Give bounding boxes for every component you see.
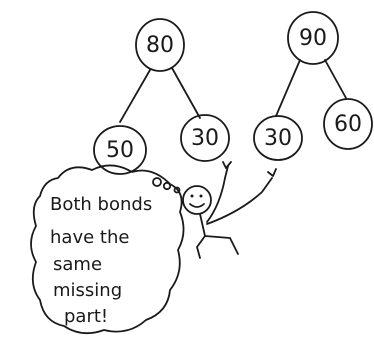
stick-figure [182,161,277,259]
right-bond-link-right [324,59,347,99]
stick-figure-eye-right [199,194,203,198]
thought-bubble-text: Both bonds have the same missing part! [50,194,152,327]
stick-figure-body [199,213,206,237]
stick-figure-head [182,185,212,215]
thought-bubble: Both bonds have the same missing part! [30,164,185,335]
thought-dot-small [173,186,181,194]
node-60-label: 60 [334,112,362,137]
stick-figure-leg-left [196,235,206,259]
thought-dot-large [152,177,162,187]
right-number-bond: 90 30 60 [253,11,373,161]
thought-line-1: Both bonds [50,194,152,215]
stick-figure-arm-right [206,177,273,225]
node-50-circle [93,125,147,175]
node-60-circle [323,98,373,150]
stick-figure-smile [189,203,205,208]
left-number-bond: 80 50 30 [93,18,230,175]
thought-line-3: same [53,254,102,275]
node-80-label: 80 [146,33,174,58]
stick-figure-arm-left [206,165,229,223]
node-50-label: 50 [106,138,134,163]
pointer-tick-right [267,168,277,177]
node-30-right-label: 30 [264,126,292,151]
node-30-right-circle [253,115,303,161]
pointer-tick-left [222,161,232,169]
thought-line-4: missing [53,280,122,301]
node-80-circle [135,18,185,72]
thought-line-5: part! [64,306,108,327]
thought-line-2: have the [50,227,129,248]
node-30-left-label: 30 [191,126,219,151]
left-bond-link-right [171,67,201,119]
right-bond-link-left [275,59,301,117]
node-90-label: 90 [299,26,327,51]
node-30-left-circle [180,114,230,162]
thought-dot-medium [162,181,172,191]
left-bond-link-left [119,69,151,123]
stick-figure-leg-right [204,235,239,255]
node-90-circle [287,11,339,65]
stick-figure-eye-left [190,194,194,198]
thought-bubble-outline [30,164,185,335]
